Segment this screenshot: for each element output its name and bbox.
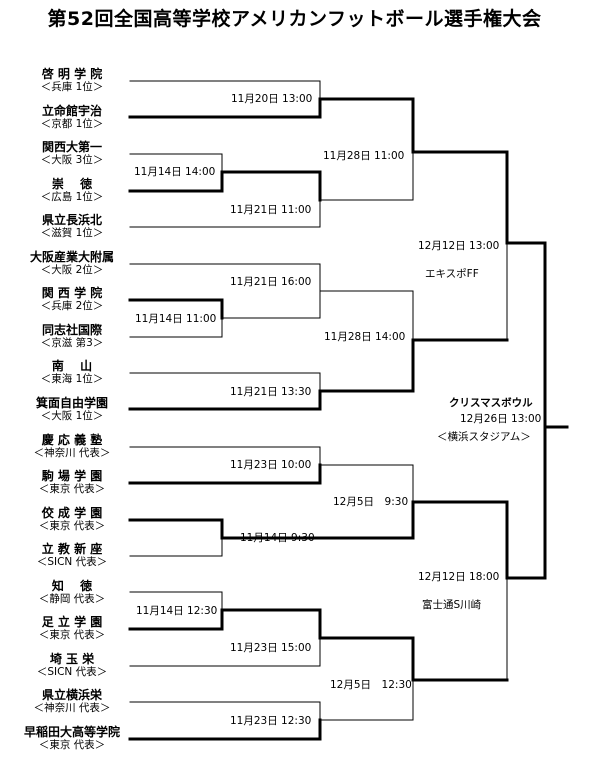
team-entry: 佼 成 学 園＜東京 代表＞ [14,506,130,533]
match-venue: 富士通S川崎 [422,599,482,611]
team-entry: 慶 応 義 塾＜神奈川 代表＞ [14,433,130,460]
team-name: 箕面自由学園 [35,396,108,410]
team-name: 足 立 学 園 [41,615,103,629]
team-entry: 関西大第一＜大阪 3位＞ [14,140,130,167]
team-entry: 県立長浜北＜滋賀 1位＞ [14,213,130,240]
team-entry: 関 西 学 院＜兵庫 2位＞ [14,286,130,313]
team-name: 早稲田大高等学院 [23,725,120,739]
team-name: 慶 応 義 塾 [41,433,103,447]
team-name: 県立長浜北 [41,213,102,227]
team-entry: 知 徳＜静岡 代表＞ [14,579,130,606]
team-name: 関 西 学 院 [41,286,103,300]
team-entry: 崇 徳＜広島 1位＞ [14,177,130,204]
team-name: 佼 成 学 園 [41,506,103,520]
team-entry: 立 教 新 座＜SICN 代表＞ [14,542,130,569]
team-qualifier: ＜京滋 第3＞ [40,337,104,349]
team-qualifier: ＜神奈川 代表＞ [33,447,111,459]
team-qualifier: ＜滋賀 1位＞ [40,227,104,239]
team-entry: 県立横浜栄＜神奈川 代表＞ [14,688,130,715]
team-name: 崇 徳 [51,177,93,191]
match-label: 12月5日 9:30 [333,496,409,508]
match-label: 11月23日 10:00 [230,459,312,471]
team-name: 駒 場 学 園 [41,469,103,483]
match-label: 11月14日 12:30 [136,605,218,617]
team-entry: 足 立 学 園＜東京 代表＞ [14,615,130,642]
team-name: 啓 明 学 院 [41,67,103,81]
final-date: 12月26日 13:00 [460,413,542,425]
match-venue: エキスポFF [425,268,479,280]
team-name: 大阪産業大附属 [29,250,114,264]
team-name: 関西大第一 [41,140,102,154]
team-qualifier: ＜京都 1位＞ [40,118,104,130]
team-name: 埼 玉 栄 [49,652,95,666]
team-entry: 埼 玉 栄＜SICN 代表＞ [14,652,130,679]
team-qualifier: ＜東京 代表＞ [38,520,106,532]
match-label: 11月28日 14:00 [324,331,406,343]
team-qualifier: ＜大阪 1位＞ [40,410,104,422]
team-name: 立命館宇治 [41,104,102,118]
team-entry: 南 山＜東海 1位＞ [14,359,130,386]
team-qualifier: ＜東京 代表＞ [38,483,106,495]
team-qualifier: ＜東京 代表＞ [38,739,106,751]
team-qualifier: ＜大阪 3位＞ [40,154,104,166]
team-qualifier: ＜兵庫 1位＞ [40,81,104,93]
page-title: 第52回全国高等学校アメリカンフットボール選手権大会 [47,8,542,30]
team-entry: 早稲田大高等学院＜東京 代表＞ [14,725,130,752]
match-label: 12月5日 12:30 [330,679,412,691]
team-qualifier: ＜大阪 2位＞ [40,264,104,276]
team-name: 知 徳 [51,579,93,593]
team-name: 南 山 [51,359,93,373]
team-qualifier: ＜東海 1位＞ [40,373,104,385]
team-name: 同志社国際 [41,323,102,337]
team-qualifier: ＜SICN 代表＞ [36,556,108,568]
match-label: 11月21日 11:00 [230,204,312,216]
team-qualifier: ＜兵庫 2位＞ [40,300,104,312]
match-label: 11月21日 13:30 [230,386,312,398]
final-venue: ＜横浜スタジアム＞ [437,431,531,443]
team-entry: 同志社国際＜京滋 第3＞ [14,323,130,350]
match-label: 11月14日 11:00 [135,313,217,325]
match-label: 11月28日 11:00 [323,150,405,162]
team-qualifier: ＜SICN 代表＞ [36,666,108,678]
final-title: クリスマスボウル [449,397,533,409]
team-entry: 大阪産業大附属＜大阪 2位＞ [14,250,130,277]
match-label: 11月21日 16:00 [230,276,312,288]
team-entry: 立命館宇治＜京都 1位＞ [14,104,130,131]
team-name: 県立横浜栄 [41,688,102,702]
match-label: 12月12日 13:00 [418,240,500,252]
team-entry: 駒 場 学 園＜東京 代表＞ [14,469,130,496]
match-label: 11月14日 9:30 [240,532,315,544]
team-entry: 箕面自由学園＜大阪 1位＞ [14,396,130,423]
team-qualifier: ＜東京 代表＞ [38,629,106,641]
match-label: 11月23日 15:00 [230,642,312,654]
team-entry: 啓 明 学 院＜兵庫 1位＞ [14,67,130,94]
match-label: 11月20日 13:00 [231,93,313,105]
team-qualifier: ＜静岡 代表＞ [38,593,106,605]
match-label: 11月14日 14:00 [134,166,216,178]
match-label: 11月23日 12:30 [230,715,312,727]
team-name: 立 教 新 座 [41,542,103,556]
team-qualifier: ＜広島 1位＞ [40,191,104,203]
team-qualifier: ＜神奈川 代表＞ [33,702,111,714]
match-label: 12月12日 18:00 [418,571,500,583]
